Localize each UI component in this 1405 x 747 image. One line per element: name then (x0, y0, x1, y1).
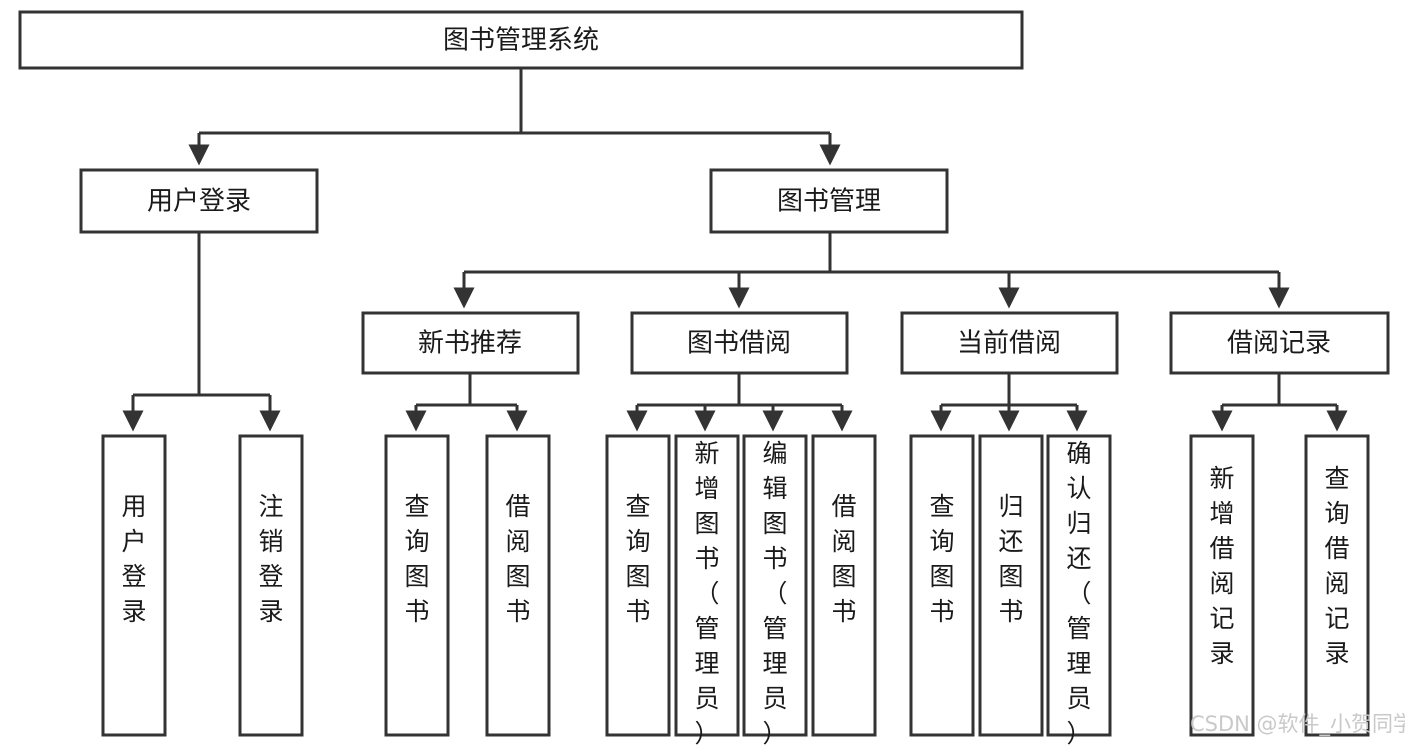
node-root[interactable]: 图书管理系统 (18, 10, 1024, 70)
node-leaf-borrow-book-2-label: 借阅图书 (831, 492, 856, 626)
node-leaf-return-book[interactable]: 归还图书 (978, 434, 1044, 737)
node-leaf-user-login[interactable]: 用户登录 (101, 434, 167, 737)
node-borrow-record-box (1169, 311, 1390, 375)
node-leaf-add-record[interactable]: 新增借阅记录 (1189, 434, 1255, 737)
node-leaf-user-login-label: 用户登录 (121, 492, 146, 626)
node-borrow-record-label: 借阅记录 (1227, 329, 1331, 359)
node-leaf-add-book[interactable]: 新增图书（管理员） (674, 434, 740, 747)
node-new-book-recommend[interactable]: 新书推荐 (361, 311, 580, 375)
node-new-book-recommend-label: 新书推荐 (418, 329, 522, 359)
node-user-login-box (79, 168, 319, 234)
node-new-book-recommend-box (361, 311, 580, 375)
node-leaf-return-book-box (978, 434, 1044, 737)
node-leaf-query-book-2[interactable]: 查询图书 (605, 434, 671, 737)
node-leaf-edit-book-box (742, 434, 808, 737)
csdn-watermark: CSDN @软件_小贺同学 (1190, 712, 1405, 737)
node-leaf-query-record[interactable]: 查询借阅记录 (1304, 434, 1370, 737)
node-leaf-edit-book-label: 编辑图书（管理员） (762, 439, 787, 747)
node-user-login[interactable]: 用户登录 (79, 168, 319, 234)
node-leaf-logout[interactable]: 注销登录 (238, 434, 304, 737)
node-book-manage[interactable]: 图书管理 (709, 168, 949, 234)
node-borrow-record[interactable]: 借阅记录 (1169, 311, 1390, 375)
node-leaf-confirm-return-box (1046, 434, 1112, 737)
node-leaf-logout-box (238, 434, 304, 737)
node-current-borrow[interactable]: 当前借阅 (900, 311, 1119, 375)
node-leaf-query-record-box (1304, 434, 1370, 737)
node-leaf-user-login-box (101, 434, 167, 737)
node-current-borrow-box (900, 311, 1119, 375)
node-leaf-query-book-1-label: 查询图书 (404, 492, 429, 626)
node-leaf-query-book-1-box (384, 434, 450, 737)
node-leaf-borrow-book-2[interactable]: 借阅图书 (811, 434, 877, 737)
node-leaf-add-book-label: 新增图书（管理员） (694, 439, 719, 747)
node-leaf-add-record-label: 新增借阅记录 (1209, 464, 1234, 668)
node-leaf-borrow-book-1-label: 借阅图书 (505, 492, 530, 626)
node-leaf-add-record-box (1189, 434, 1255, 737)
node-leaf-confirm-return[interactable]: 确认归还（管理员） (1046, 434, 1112, 747)
node-leaf-edit-book[interactable]: 编辑图书（管理员） (742, 434, 808, 747)
node-leaf-return-book-label: 归还图书 (998, 492, 1023, 626)
node-leaf-borrow-book-2-box (811, 434, 877, 737)
node-leaf-query-book-3-label: 查询图书 (929, 492, 954, 626)
node-leaf-add-book-box (674, 434, 740, 737)
node-user-login-label: 用户登录 (147, 187, 251, 217)
node-leaf-confirm-return-label: 确认归还（管理员） (1066, 439, 1091, 747)
node-leaf-query-record-label: 查询借阅记录 (1324, 464, 1349, 668)
node-book-borrow[interactable]: 图书借阅 (630, 311, 849, 375)
node-root-box (18, 10, 1024, 70)
edges-layer (122, 68, 1348, 432)
node-leaf-borrow-book-1-box (485, 434, 551, 737)
node-leaf-logout-label: 注销登录 (258, 492, 283, 626)
node-leaf-query-book-3[interactable]: 查询图书 (909, 434, 975, 737)
node-leaf-query-book-1[interactable]: 查询图书 (384, 434, 450, 737)
node-book-manage-label: 图书管理 (777, 187, 881, 217)
node-leaf-query-book-2-box (605, 434, 671, 737)
node-book-borrow-label: 图书借阅 (687, 329, 791, 359)
node-current-borrow-label: 当前借阅 (957, 329, 1061, 359)
node-root-label: 图书管理系统 (443, 26, 599, 56)
node-leaf-query-book-3-box (909, 434, 975, 737)
node-leaf-query-book-2-label: 查询图书 (625, 492, 650, 626)
node-book-borrow-box (630, 311, 849, 375)
node-leaf-borrow-book-1[interactable]: 借阅图书 (485, 434, 551, 737)
node-book-manage-box (709, 168, 949, 234)
